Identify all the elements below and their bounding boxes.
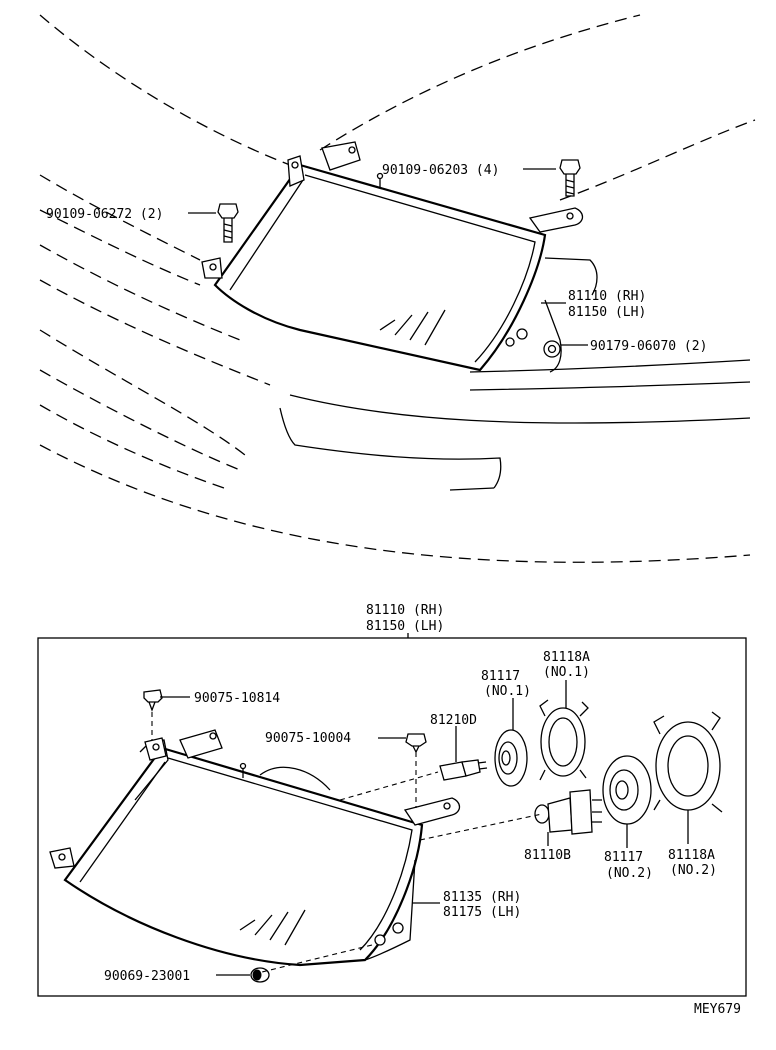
label-cover-no2-tag: (NO.2)	[670, 863, 717, 878]
label-socket-no2-tag: (NO.2)	[606, 866, 653, 881]
cover-no2-icon	[653, 711, 723, 813]
main-bulb-icon	[534, 789, 602, 835]
small-bulb-icon	[439, 759, 488, 781]
label-cover-no1-num: 81118A	[543, 650, 590, 665]
diagram-code: MEY679	[694, 1002, 741, 1017]
bolt-left-icon	[217, 203, 239, 243]
clip-mid-icon	[405, 733, 427, 754]
label-socket-no1-tag: (NO.1)	[484, 684, 531, 699]
label-unit-lh: 81150 (LH)	[568, 305, 646, 320]
label-housing-lh: 81175 (LH)	[443, 905, 521, 920]
cover-no1-icon	[539, 699, 589, 781]
label-unit-rh: 81110 (RH)	[568, 289, 646, 304]
label-header-lh: 81150 (LH)	[366, 619, 444, 634]
clip-top-icon	[143, 689, 163, 712]
label-nut-bottom: 90069-23001	[104, 969, 190, 984]
label-cover-no1-tag: (NO.1)	[543, 665, 590, 680]
exploded-leader-lines	[160, 680, 689, 976]
label-nut-top: 90179-06070 (2)	[590, 339, 707, 354]
headlamp-housing	[49, 729, 461, 967]
label-socket-no2-num: 81117	[604, 850, 643, 865]
label-socket-no1-num: 81117	[481, 669, 520, 684]
label-screw-top: 90109-06203 (4)	[382, 163, 499, 178]
exploded-view-frame	[37, 637, 747, 997]
socket-no2-icon	[602, 755, 652, 825]
bolt-top-icon	[559, 159, 581, 197]
socket-no1-icon	[494, 729, 528, 787]
label-header-rh: 81110 (RH)	[366, 603, 444, 618]
label-clip-top: 90075-10814	[194, 691, 280, 706]
headlamp-assembly-installed	[201, 141, 584, 372]
label-housing-rh: 81135 (RH)	[443, 890, 521, 905]
label-clip-mid: 90075-10004	[265, 731, 351, 746]
nut-bottom-icon	[250, 967, 270, 983]
assembly-lines	[151, 712, 543, 973]
vehicle-body-outline	[39, 14, 756, 563]
top-leader-lines	[188, 168, 588, 346]
label-screw-left: 90109-06272 (2)	[46, 207, 163, 222]
nut-top-icon	[543, 340, 561, 358]
label-bulb-small: 81210D	[430, 713, 477, 728]
label-cover-no2-num: 81118A	[668, 848, 715, 863]
label-bulb-main: 81110B	[524, 848, 571, 863]
